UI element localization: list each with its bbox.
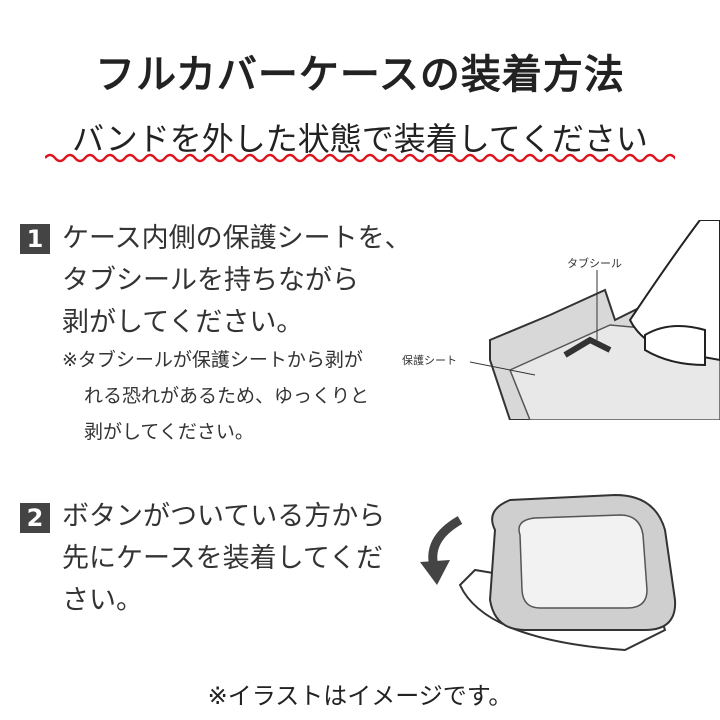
step-1-badge: 1 — [20, 224, 50, 254]
red-wavy-underline — [45, 153, 675, 163]
step-2-badge: 2 — [20, 503, 50, 533]
step-2-line: ボタンがついている方から — [62, 501, 386, 532]
peel-sheet-illustration — [470, 220, 720, 420]
step-2-line: 先にケースを装着してくだ — [62, 543, 384, 574]
step-1-line: 剥がしてください。 — [62, 307, 304, 338]
step-2-line: さい。 — [62, 585, 143, 616]
note-line: れる恐れがあるため、ゆっくりと — [84, 385, 370, 407]
arrow-icon — [563, 336, 612, 358]
footer-note: ※イラストはイメージです。 — [207, 682, 513, 710]
step-1-line: タブシールを持ちながら — [62, 265, 359, 296]
tab-seal-label: タブシール — [567, 257, 622, 270]
note-line: 剥がしてください。 — [84, 421, 254, 443]
step-2-text: ボタンがついている方から 先にケースを装着してくだ さい。 — [62, 496, 385, 622]
protective-sheet-label: 保護シート — [402, 354, 457, 367]
hand-icon — [628, 220, 720, 362]
step-1-text: ケース内側の保護シートを、 タブシールを持ちながら 剥がしてください。 — [62, 218, 412, 344]
subtitle: バンドを外した状態で装着してください — [72, 120, 648, 158]
step-1-line: ケース内側の保護シートを、 — [62, 223, 412, 254]
page-title: フルカバーケースの装着方法 — [95, 52, 625, 98]
step-1-note: ※タブシールが保護シートから剥が れる恐れがあるため、ゆっくりと 剥がしてくださ… — [62, 342, 369, 450]
attach-case-illustration — [420, 493, 677, 652]
note-line: ※タブシールが保護シートから剥が — [62, 349, 363, 371]
